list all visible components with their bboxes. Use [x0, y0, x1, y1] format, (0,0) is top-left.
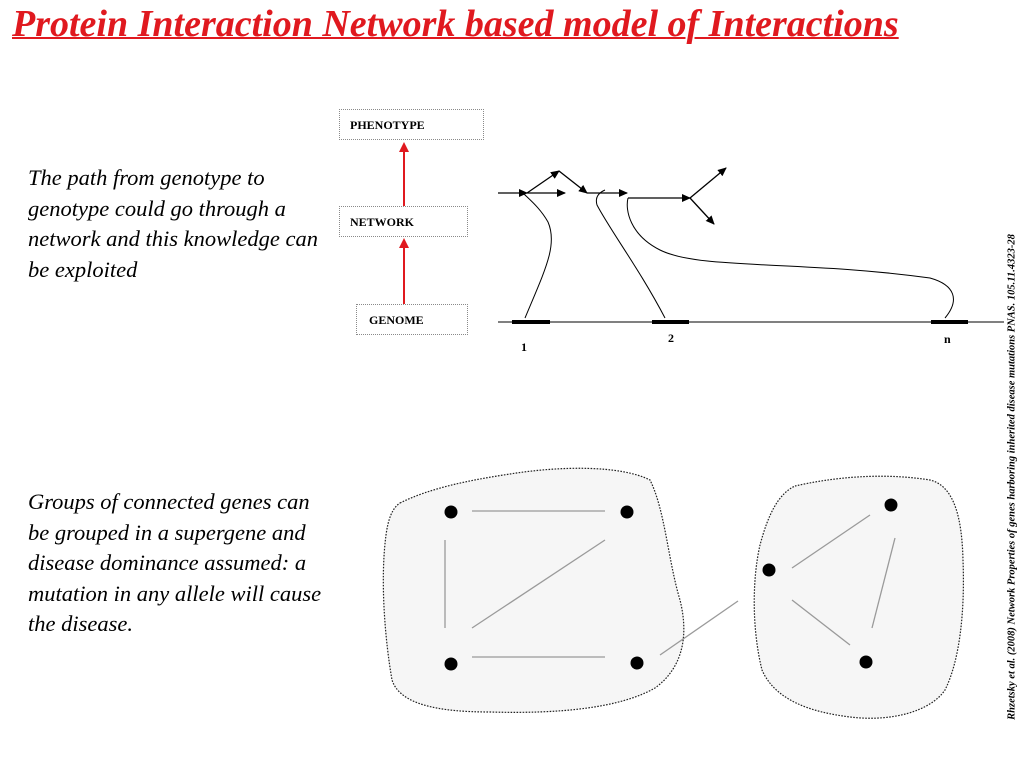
gene-n-label: n	[944, 332, 951, 346]
node	[630, 656, 644, 670]
gene-2-link-a	[595, 189, 666, 319]
node	[444, 505, 458, 519]
edge-right-lower	[791, 599, 851, 646]
supergene-blob-left	[382, 467, 685, 713]
network-arrow-down	[558, 170, 588, 194]
node	[884, 498, 898, 512]
supergene-text: Groups of connected genes can be grouped…	[28, 489, 322, 636]
network-arrow-up	[526, 170, 560, 194]
node	[444, 657, 458, 671]
gene-1-link	[523, 193, 552, 319]
edge-right-upper	[791, 514, 871, 569]
slide-title: Protein Interaction Network based model …	[12, 3, 899, 45]
genome-box: GENOME	[356, 304, 468, 335]
genotype-network-text: The path from genotype to genotype could…	[28, 165, 318, 282]
edge-right-vertical	[871, 537, 896, 629]
network-box: NETWORK	[339, 206, 468, 237]
node	[859, 655, 873, 669]
node	[762, 563, 776, 577]
gene-2-label: 2	[668, 331, 674, 345]
node	[620, 505, 634, 519]
gene-1-label: 1	[521, 340, 527, 354]
edge-diagonal	[471, 539, 606, 629]
citation-text: Rhzetsky et al. (2008) Network Propertie…	[1006, 234, 1018, 720]
phenotype-box: PHENOTYPE	[339, 109, 484, 140]
supergene-blob-right	[753, 475, 965, 719]
edge-bridge	[659, 600, 739, 656]
hub-arrow-down	[689, 197, 715, 225]
gene-n-link	[626, 197, 954, 319]
hub-arrow-up	[689, 167, 727, 199]
